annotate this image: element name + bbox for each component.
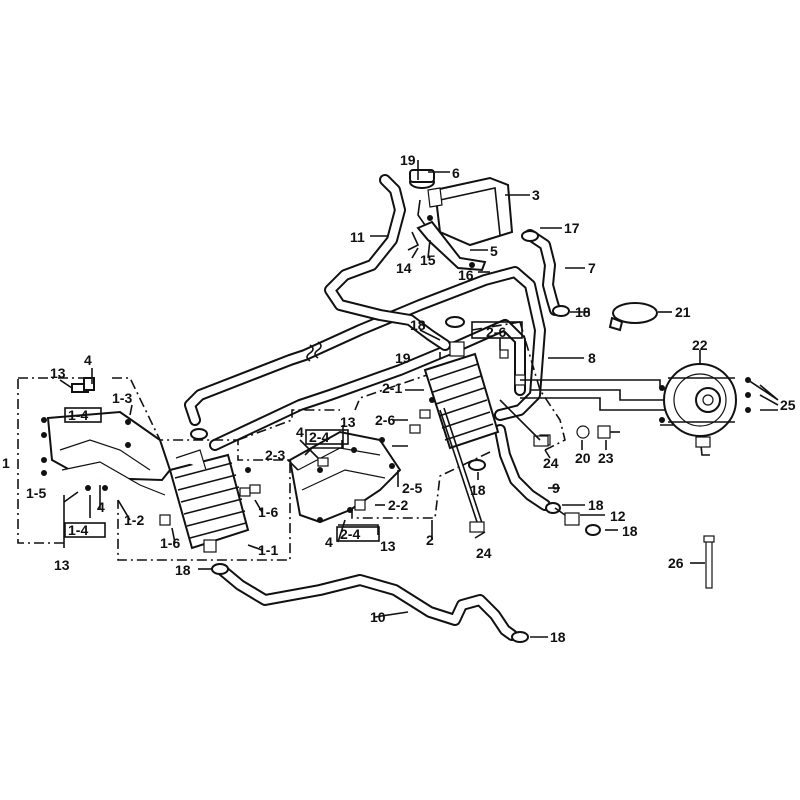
label-10: 10 (370, 609, 386, 625)
label-2-4: 2-4 (309, 429, 329, 445)
label-7: 7 (588, 260, 596, 276)
label-18: 18 (622, 523, 638, 539)
leader-lines (59, 160, 779, 638)
label-1-6: 1-6 (258, 504, 278, 520)
tank-bracket-15 (407, 215, 487, 272)
label-23: 23 (598, 450, 614, 466)
hose-9 (494, 424, 551, 511)
hose-7 (524, 229, 561, 316)
label-19: 19 (395, 350, 411, 366)
label-2-2: 2-2 (388, 497, 408, 513)
label-2-3: 2-3 (265, 447, 285, 463)
label-1-2: 1-2 (124, 512, 144, 528)
label-2-1: 2-1 (382, 380, 402, 396)
fan-icon (659, 363, 751, 456)
label-9: 9 (552, 480, 560, 496)
label-2: 2 (426, 532, 434, 548)
label-12: 12 (610, 508, 626, 524)
hose-fitting-12 (554, 507, 580, 526)
temperature-sensor (576, 425, 620, 439)
label-24: 24 (476, 545, 492, 561)
radiator-icon (159, 449, 261, 553)
label-13: 13 (50, 365, 66, 381)
label-18: 18 (550, 629, 566, 645)
label-13: 13 (380, 538, 396, 554)
label-18: 18 (175, 562, 191, 578)
label-3: 3 (532, 187, 540, 203)
bolt-icon (703, 535, 715, 589)
label-25: 25 (780, 397, 796, 413)
label-4: 4 (325, 534, 333, 550)
part-labels: 19 6 3 17 11 5 14 15 16 7 18 21 18 2-6 2… (2, 152, 796, 645)
label-14: 14 (396, 260, 412, 276)
label-boxes (64, 321, 523, 542)
label-17: 17 (564, 220, 580, 236)
hose-clamp-icon (608, 302, 658, 332)
radiator-right-assembly (237, 321, 566, 524)
label-4: 4 (97, 499, 105, 515)
label-1-6: 1-6 (160, 535, 180, 551)
label-11: 11 (350, 229, 365, 245)
reservoir-tank-icon (409, 169, 514, 247)
label-18: 18 (470, 482, 486, 498)
label-1-4: 1-4 (68, 407, 88, 423)
label-18: 18 (575, 304, 591, 320)
label-19: 19 (400, 152, 416, 168)
label-24: 24 (543, 455, 559, 471)
label-26: 26 (668, 555, 684, 571)
label-16: 16 (458, 267, 474, 283)
cable-tie-icon (439, 399, 549, 533)
label-2-6: 2-6 (486, 324, 506, 340)
label-15: 15 (420, 252, 436, 268)
label-1-5: 1-5 (26, 485, 46, 501)
label-1-3: 1-3 (112, 390, 132, 406)
label-8: 8 (588, 350, 596, 366)
label-1-4: 1-4 (68, 522, 88, 538)
label-4: 4 (84, 352, 92, 368)
hose-11 (324, 174, 451, 351)
label-1: 1 (2, 455, 10, 471)
label-18: 18 (410, 317, 426, 333)
hose-10 (216, 564, 518, 641)
label-6: 6 (452, 165, 460, 181)
radiator-icon (409, 341, 551, 450)
label-22: 22 (692, 337, 708, 353)
radiator-left-assembly (17, 377, 291, 561)
label-18: 18 (588, 497, 604, 513)
label-4: 4 (296, 424, 304, 440)
label-20: 20 (575, 450, 591, 466)
label-21: 21 (675, 304, 691, 320)
label-13: 13 (54, 557, 70, 573)
hose-clamp-icon (190, 230, 601, 643)
label-13: 13 (340, 414, 356, 430)
label-1-1: 1-1 (258, 542, 278, 558)
label-2-6: 2-6 (375, 412, 395, 428)
label-5: 5 (490, 243, 498, 259)
label-2-4: 2-4 (340, 526, 360, 542)
label-2-5: 2-5 (402, 480, 422, 496)
